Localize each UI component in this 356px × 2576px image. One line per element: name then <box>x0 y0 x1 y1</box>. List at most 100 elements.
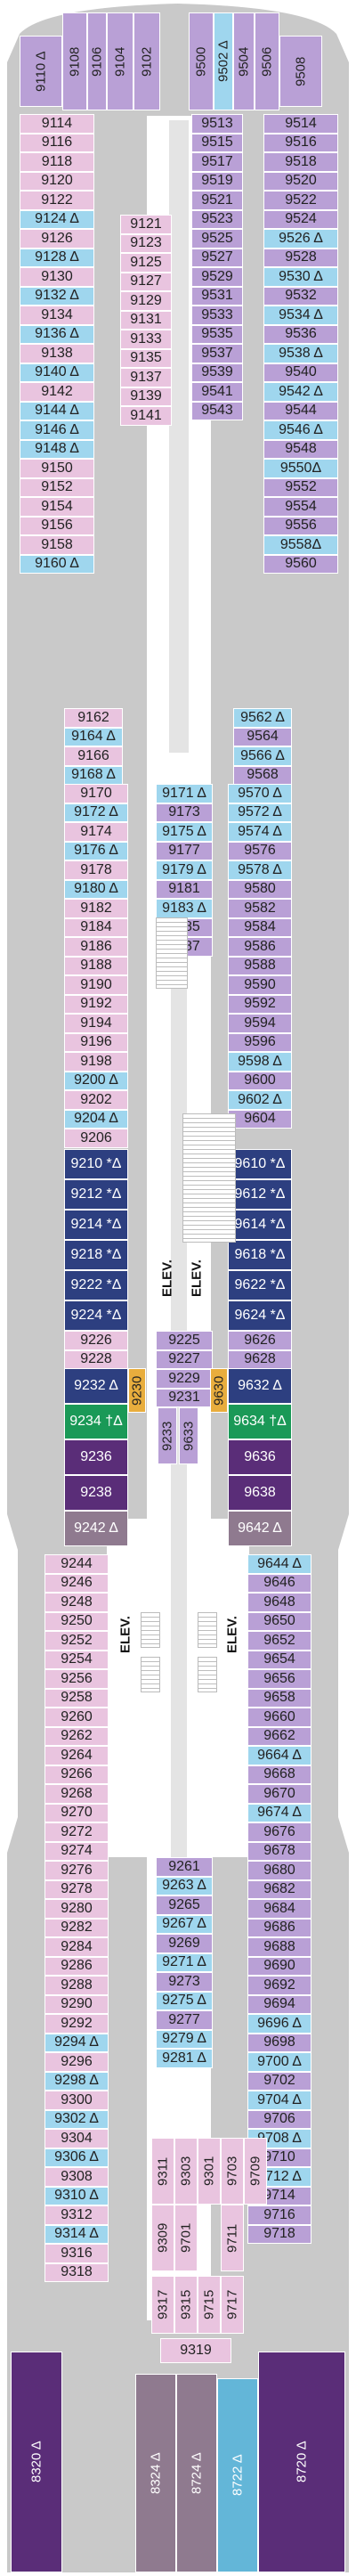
cabin-mid_right[interactable]: 9574 Δ <box>228 822 292 842</box>
cabin-aft_right[interactable]: 9686 <box>247 1918 312 1937</box>
cabin-aft_right[interactable]: 9696 Δ <box>247 2014 312 2034</box>
cabin-stern[interactable]: 8324 Δ <box>135 2374 176 2572</box>
cabin-suites_left[interactable]: 9212 *Δ <box>64 1179 128 1210</box>
cabin-mid_right[interactable]: 9588 <box>228 956 292 975</box>
cabin-fwd_left[interactable]: 9124 Δ <box>20 209 94 229</box>
cabin-mid_left_a[interactable]: 9164 Δ <box>64 727 123 746</box>
cabin-suites_left[interactable]: 9218 *Δ <box>64 1240 128 1270</box>
cabin-vert_small[interactable]: 9230 <box>128 1368 146 1413</box>
cabin-aft_left[interactable]: 9252 <box>44 1631 109 1651</box>
cabin-aft_left[interactable]: 9308 <box>44 2167 109 2187</box>
cabin-mid_left[interactable]: 9176 Δ <box>64 841 128 860</box>
cabin-aft_mid_in[interactable]: 9229 <box>156 1369 213 1389</box>
cabin-big_right[interactable]: 9632 Δ <box>228 1368 292 1404</box>
cabin-bow[interactable]: 9102 <box>134 12 160 110</box>
cabin-fwd_left[interactable]: 9132 Δ <box>20 286 94 306</box>
cabin-mid_right_a[interactable]: 9564 <box>233 727 292 746</box>
cabin-aft_right[interactable]: 9662 <box>247 1726 312 1746</box>
cabin-fwd_left[interactable]: 9140 Δ <box>20 363 94 382</box>
cabin-aft_right[interactable]: 9646 <box>247 1573 312 1593</box>
cabin-mid_left[interactable]: 9182 <box>64 899 128 918</box>
cabin-bow[interactable]: 9500 <box>189 12 214 110</box>
cabin-aft_right[interactable]: 9652 <box>247 1631 312 1651</box>
cabin-fwd_right[interactable]: 9544 <box>263 401 338 420</box>
cabin-fwd_right[interactable]: 9520 <box>263 171 338 191</box>
cabin-aft_in[interactable]: 9267 Δ <box>156 1914 213 1934</box>
cabin-aft_block[interactable]: 9715 <box>198 2276 221 2334</box>
cabin-aft_left[interactable]: 9272 <box>44 1822 109 1842</box>
cabin-fwd_in_left[interactable]: 9137 <box>120 368 172 387</box>
cabin-aft_block[interactable]: 9717 <box>221 2276 244 2334</box>
cabin-aft_left[interactable]: 9274 <box>44 1841 109 1861</box>
cabin-aft_left[interactable]: 9264 <box>44 1746 109 1765</box>
cabin-vert_small[interactable]: 9630 <box>210 1368 228 1413</box>
cabin-fwd_right[interactable]: 9534 Δ <box>263 306 338 325</box>
cabin-mid_right[interactable]: 9592 <box>228 994 292 1014</box>
cabin-aft_left[interactable]: 9260 <box>44 1708 109 1727</box>
cabin-fwd_in_left[interactable]: 9129 <box>120 291 172 311</box>
cabin-aft_left[interactable]: 9292 <box>44 2014 109 2034</box>
cabin-fwd_left[interactable]: 9154 <box>20 497 94 517</box>
cabin-fwd_right[interactable]: 9530 Δ <box>263 267 338 287</box>
cabin-fwd_left[interactable]: 9146 Δ <box>20 420 94 440</box>
cabin-aft_right[interactable]: 9682 <box>247 1879 312 1899</box>
cabin-mid_left[interactable]: 9170 <box>64 784 128 803</box>
cabin-mid_left[interactable]: 9196 <box>64 1032 128 1052</box>
cabin-aft_block[interactable]: 9311 <box>151 2138 174 2205</box>
cabin-fwd_in_right[interactable]: 9533 <box>191 306 243 325</box>
cabin-aft_left[interactable]: 9288 <box>44 1976 109 1995</box>
cabin-aft_left[interactable]: 9246 <box>44 1573 109 1593</box>
cabin-suites_left[interactable]: 9222 *Δ <box>64 1270 128 1300</box>
cabin-fwd_in_right[interactable]: 9539 <box>191 363 243 382</box>
cabin-aft_left[interactable]: 9310 Δ <box>44 2186 109 2205</box>
cabin-mid_left[interactable]: 9202 <box>64 1090 128 1110</box>
cabin-aft_in[interactable]: 9279 Δ <box>156 2029 213 2049</box>
cabin-vert_small[interactable]: 9633 <box>179 1407 198 1464</box>
cabin-fwd_right[interactable]: 9526 Δ <box>263 229 338 249</box>
cabin-aft_in[interactable]: 9273 <box>156 1972 213 1992</box>
cabin-mid_right[interactable]: 9578 Δ <box>228 860 292 880</box>
cabin-mid_in_left[interactable]: 9171 Δ <box>156 784 213 803</box>
cabin-aft_block[interactable]: 9315 <box>174 2276 198 2334</box>
cabin-fwd_right[interactable]: 9538 Δ <box>263 344 338 363</box>
cabin-aft_block[interactable]: 9319 <box>160 2338 231 2363</box>
cabin-fwd_in_left[interactable]: 9135 <box>120 348 172 368</box>
cabin-fwd_right[interactable]: 9518 <box>263 152 338 172</box>
cabin-aft_left[interactable]: 9312 <box>44 2205 109 2225</box>
cabin-bow[interactable]: 9110 Δ <box>20 36 62 107</box>
cabin-aft_in[interactable]: 9261 <box>156 1857 213 1877</box>
cabin-fwd_in_right[interactable]: 9517 <box>191 152 243 172</box>
cabin-fwd_left[interactable]: 9142 <box>20 382 94 402</box>
cabin-aft_left[interactable]: 9248 <box>44 1593 109 1612</box>
cabin-mid_right[interactable]: 9582 <box>228 899 292 918</box>
cabin-mid_left[interactable]: 9184 <box>64 917 128 937</box>
cabin-mid_right_a[interactable]: 9568 <box>233 765 292 785</box>
cabin-fwd_right[interactable]: 9540 <box>263 363 338 382</box>
cabin-vert_small[interactable]: 9233 <box>158 1407 177 1464</box>
cabin-bow[interactable]: 9508 <box>279 36 322 107</box>
cabin-fwd_left[interactable]: 9128 Δ <box>20 248 94 267</box>
cabin-mid_left[interactable]: 9178 <box>64 860 128 880</box>
cabin-fwd_left[interactable]: 9118 <box>20 152 94 172</box>
cabin-fwd_right[interactable]: 9560 <box>263 554 338 574</box>
cabin-fwd_left[interactable]: 9120 <box>20 171 94 191</box>
cabin-mid_in_left[interactable]: 9177 <box>156 841 213 860</box>
cabin-suites_right[interactable]: 9614 *Δ <box>228 1210 292 1240</box>
cabin-fwd_left[interactable]: 9138 <box>20 344 94 363</box>
cabin-aft_left[interactable]: 9300 <box>44 2091 109 2110</box>
cabin-fwd_left[interactable]: 9136 Δ <box>20 324 94 344</box>
cabin-aft_left[interactable]: 9294 Δ <box>44 2033 109 2052</box>
cabin-fwd_in_right[interactable]: 9543 <box>191 401 243 420</box>
cabin-mid_right[interactable]: 9604 <box>228 1109 292 1129</box>
cabin-fwd_right[interactable]: 9558Δ <box>263 535 338 555</box>
cabin-aft_in[interactable]: 9281 Δ <box>156 2049 213 2068</box>
cabin-mid_left[interactable]: 9198 <box>64 1052 128 1072</box>
cabin-mid_left[interactable]: 9180 Δ <box>64 879 128 899</box>
cabin-aft_right[interactable]: 9716 <box>247 2205 312 2225</box>
cabin-aft_block[interactable]: 9301 <box>198 2138 221 2205</box>
cabin-fwd_in_right[interactable]: 9515 <box>191 133 243 152</box>
cabin-aft_mid_in[interactable]: 9227 <box>156 1349 213 1369</box>
cabin-mid_left[interactable]: 9188 <box>64 956 128 975</box>
cabin-suites_right[interactable]: 9622 *Δ <box>228 1270 292 1300</box>
cabin-aft_left[interactable]: 9298 Δ <box>44 2071 109 2091</box>
